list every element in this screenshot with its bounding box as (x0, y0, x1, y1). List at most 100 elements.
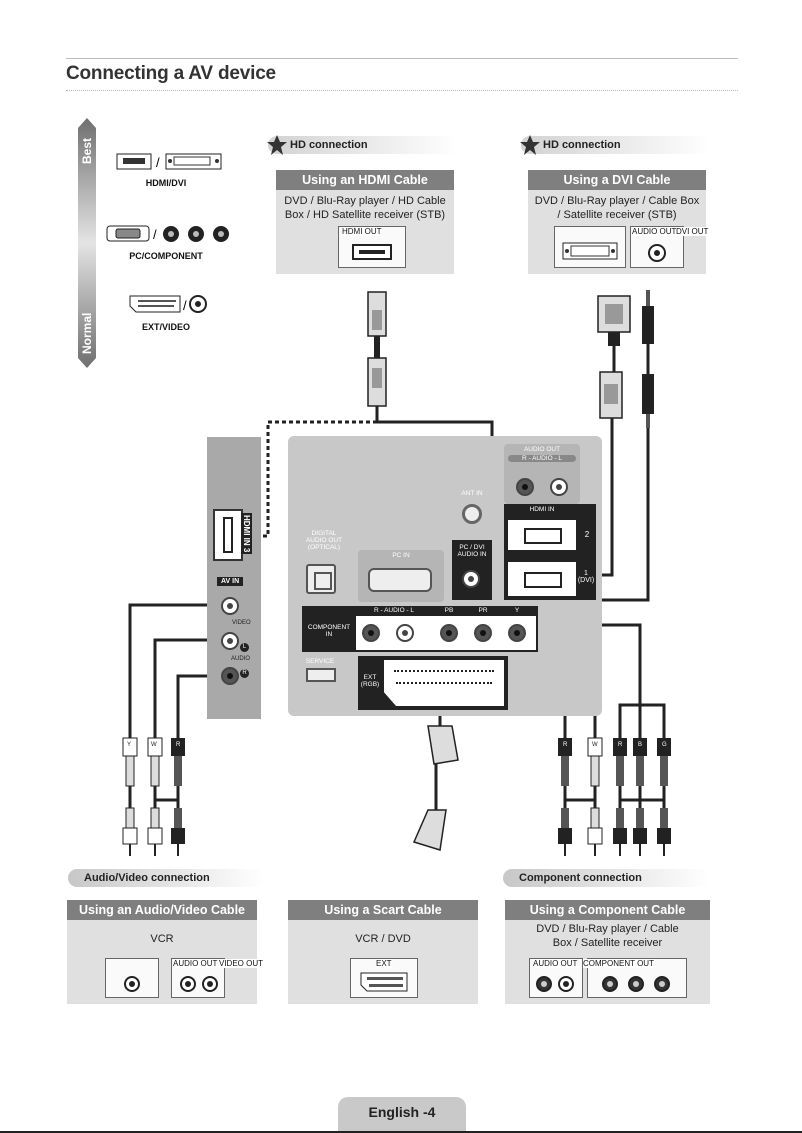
title-rule (66, 90, 738, 91)
component-connection-tag: Component connection (503, 869, 709, 887)
svg-text:/: / (183, 298, 187, 313)
scart-cable (412, 704, 459, 851)
ant-in-port (462, 504, 482, 524)
audio-out-block: AUDIO OUT R - AUDIO - L (504, 444, 580, 504)
scart-ext-port (350, 958, 418, 998)
comp-panel-line2: Box / Satellite receiver (552, 937, 663, 949)
hdmi-panel-line1: DVD / Blu-Ray player / HD Cable (284, 195, 446, 207)
comp-plug-letter-g: G (662, 742, 667, 748)
audio-l-jack (221, 632, 239, 650)
hdmi-in-label: HDMI IN (529, 506, 555, 513)
comp-audio-out-label: AUDIO OUT (533, 959, 578, 968)
audio-l-label: L (240, 643, 249, 652)
av-cable-panel: Using an Audio/Video Cable VCR AUDIO OUT… (67, 900, 264, 1004)
comp-y-jack (508, 624, 526, 642)
comp-plug-letter-b: B (638, 742, 643, 748)
comp-pb-label: PB (444, 607, 454, 614)
comp-pr-jack (474, 624, 492, 642)
av-panel-heading: Using an Audio/Video Cable (67, 900, 257, 920)
hdmi-in-2-label: 2 (584, 530, 590, 539)
right-plugs (558, 737, 671, 856)
av-video-out-label: VIDEO OUT (219, 959, 264, 968)
top-rule (66, 58, 738, 59)
digital-audio-label: DIGITAL AUDIO OUT (OPTICAL) (305, 530, 343, 551)
ext-scart-port (384, 660, 504, 706)
dvi-audio-out-label: AUDIO OUT (632, 227, 677, 236)
pc-dvi-audio-block: PC / DVI AUDIO IN (452, 540, 492, 600)
svg-text:/: / (156, 155, 160, 170)
dvi-cable-panel: Using a DVI Cable DVD / Blu-Ray player /… (528, 170, 709, 274)
ext-rgb-label: EXT (RGB) (360, 674, 380, 688)
hdmi-in-block: HDMI IN 2 1 (DVI) (504, 504, 596, 600)
component-in-ports (356, 616, 536, 650)
digital-audio-port (306, 564, 336, 594)
ext-rgb-block: EXT (RGB) (358, 656, 508, 710)
scart-ext-label: EXT (376, 959, 392, 968)
audio-r-label: R (240, 669, 249, 678)
audio-out-l-jack (550, 478, 568, 496)
hdmi-panel-heading: Using an HDMI Cable (276, 170, 454, 190)
comp-y-label: Y (514, 607, 520, 614)
hdmi-in-2-port (508, 520, 576, 550)
left-plug-letter-y: Y (127, 742, 132, 748)
dvi-out-label: DVI OUT (676, 227, 709, 236)
comp-audio-r-jack (362, 624, 380, 642)
video-in-jack (221, 597, 239, 615)
comp-audio-label: R - AUDIO - L (373, 607, 415, 614)
right-plug-letter-w: W (592, 742, 598, 748)
component-cable-panel: Using a Component Cable DVD / Blu-Ray pl… (505, 900, 710, 1004)
scale-row-pc-component: PC/COMPONENT (129, 251, 203, 261)
right-plug-letter-r: R (563, 742, 568, 748)
dvi-panel-line1: DVD / Blu-Ray player / Cable Box (534, 195, 700, 207)
hdmi-hd-tag: HD connection (267, 135, 458, 155)
left-plugs-upper (122, 737, 185, 787)
page-title: Connecting a AV device (66, 63, 276, 84)
audio-out-label: AUDIO OUT (523, 446, 561, 453)
svg-text:/: / (153, 227, 157, 242)
dvi-out-port (554, 226, 626, 268)
scart-panel-device: VCR / DVD (355, 933, 411, 945)
service-port (306, 668, 336, 682)
pc-dvi-audio-jack (462, 570, 480, 588)
hdmi3-port (213, 509, 243, 561)
ext-video-icons: / (128, 294, 208, 316)
pc-dvi-audio-label: PC / DVI AUDIO IN (457, 544, 487, 558)
dvi-hd-tag: HD connection (520, 135, 711, 155)
ant-in-label: ANT IN (461, 490, 483, 497)
component-in-block: COMPONENT IN R - AUDIO - L PB PR Y (302, 606, 538, 652)
dvi-hd-tag-label: HD connection (521, 136, 711, 154)
hdmi3-label: HDMI IN 3 (241, 513, 252, 555)
pc-in-block: PC IN (358, 550, 444, 602)
dvi-audio-cable (642, 290, 654, 428)
hdmi-in-1-port (508, 562, 576, 596)
comp-out-label: COMPONENT OUT (583, 959, 654, 968)
audio-r-jack (221, 667, 239, 685)
audio-out-lr-label: R - AUDIO - L (508, 455, 576, 462)
comp-pr-label: PR (478, 607, 488, 614)
av-in-label: AV IN (217, 577, 244, 586)
video-label: VIDEO (232, 620, 251, 626)
scart-cable-panel: Using a Scart Cable VCR / DVD EXT (288, 900, 478, 1004)
left-plugs-lower (122, 807, 185, 856)
av-connection-tag: Audio/Video connection (68, 869, 264, 887)
hdmi-out-label: HDMI OUT (342, 227, 382, 236)
pc-component-icons: / (106, 224, 230, 244)
component-in-label: COMPONENT IN (307, 624, 351, 638)
dvi-panel-line2: / Satellite receiver (STB) (557, 209, 677, 221)
scale-row-ext-video: EXT/VIDEO (141, 322, 190, 332)
av-audio-out-label: AUDIO OUT (173, 959, 218, 968)
scart-panel-heading: Using a Scart Cable (288, 900, 478, 920)
quality-scale: Best Normal (78, 118, 96, 368)
pc-in-port (368, 568, 432, 592)
comp-pb-jack (440, 624, 458, 642)
tv-rear-panel: AUDIO OUT R - AUDIO - L ANT IN DIGITAL A… (288, 436, 602, 716)
audio-label: AUDIO (231, 656, 251, 662)
footer-rule (0, 1131, 802, 1133)
dvi-panel-heading: Using a DVI Cable (528, 170, 706, 190)
scale-row-hdmi-dvi: HDMI/DVI (145, 178, 187, 188)
comp-panel-heading: Using a Component Cable (505, 900, 710, 920)
hdmi-dvi-icons: / (116, 152, 226, 172)
page-footer: English -4 (338, 1097, 466, 1133)
tv-side-panel: HDMI IN 3 AV IN VIDEO L AUDIO R (207, 437, 261, 719)
